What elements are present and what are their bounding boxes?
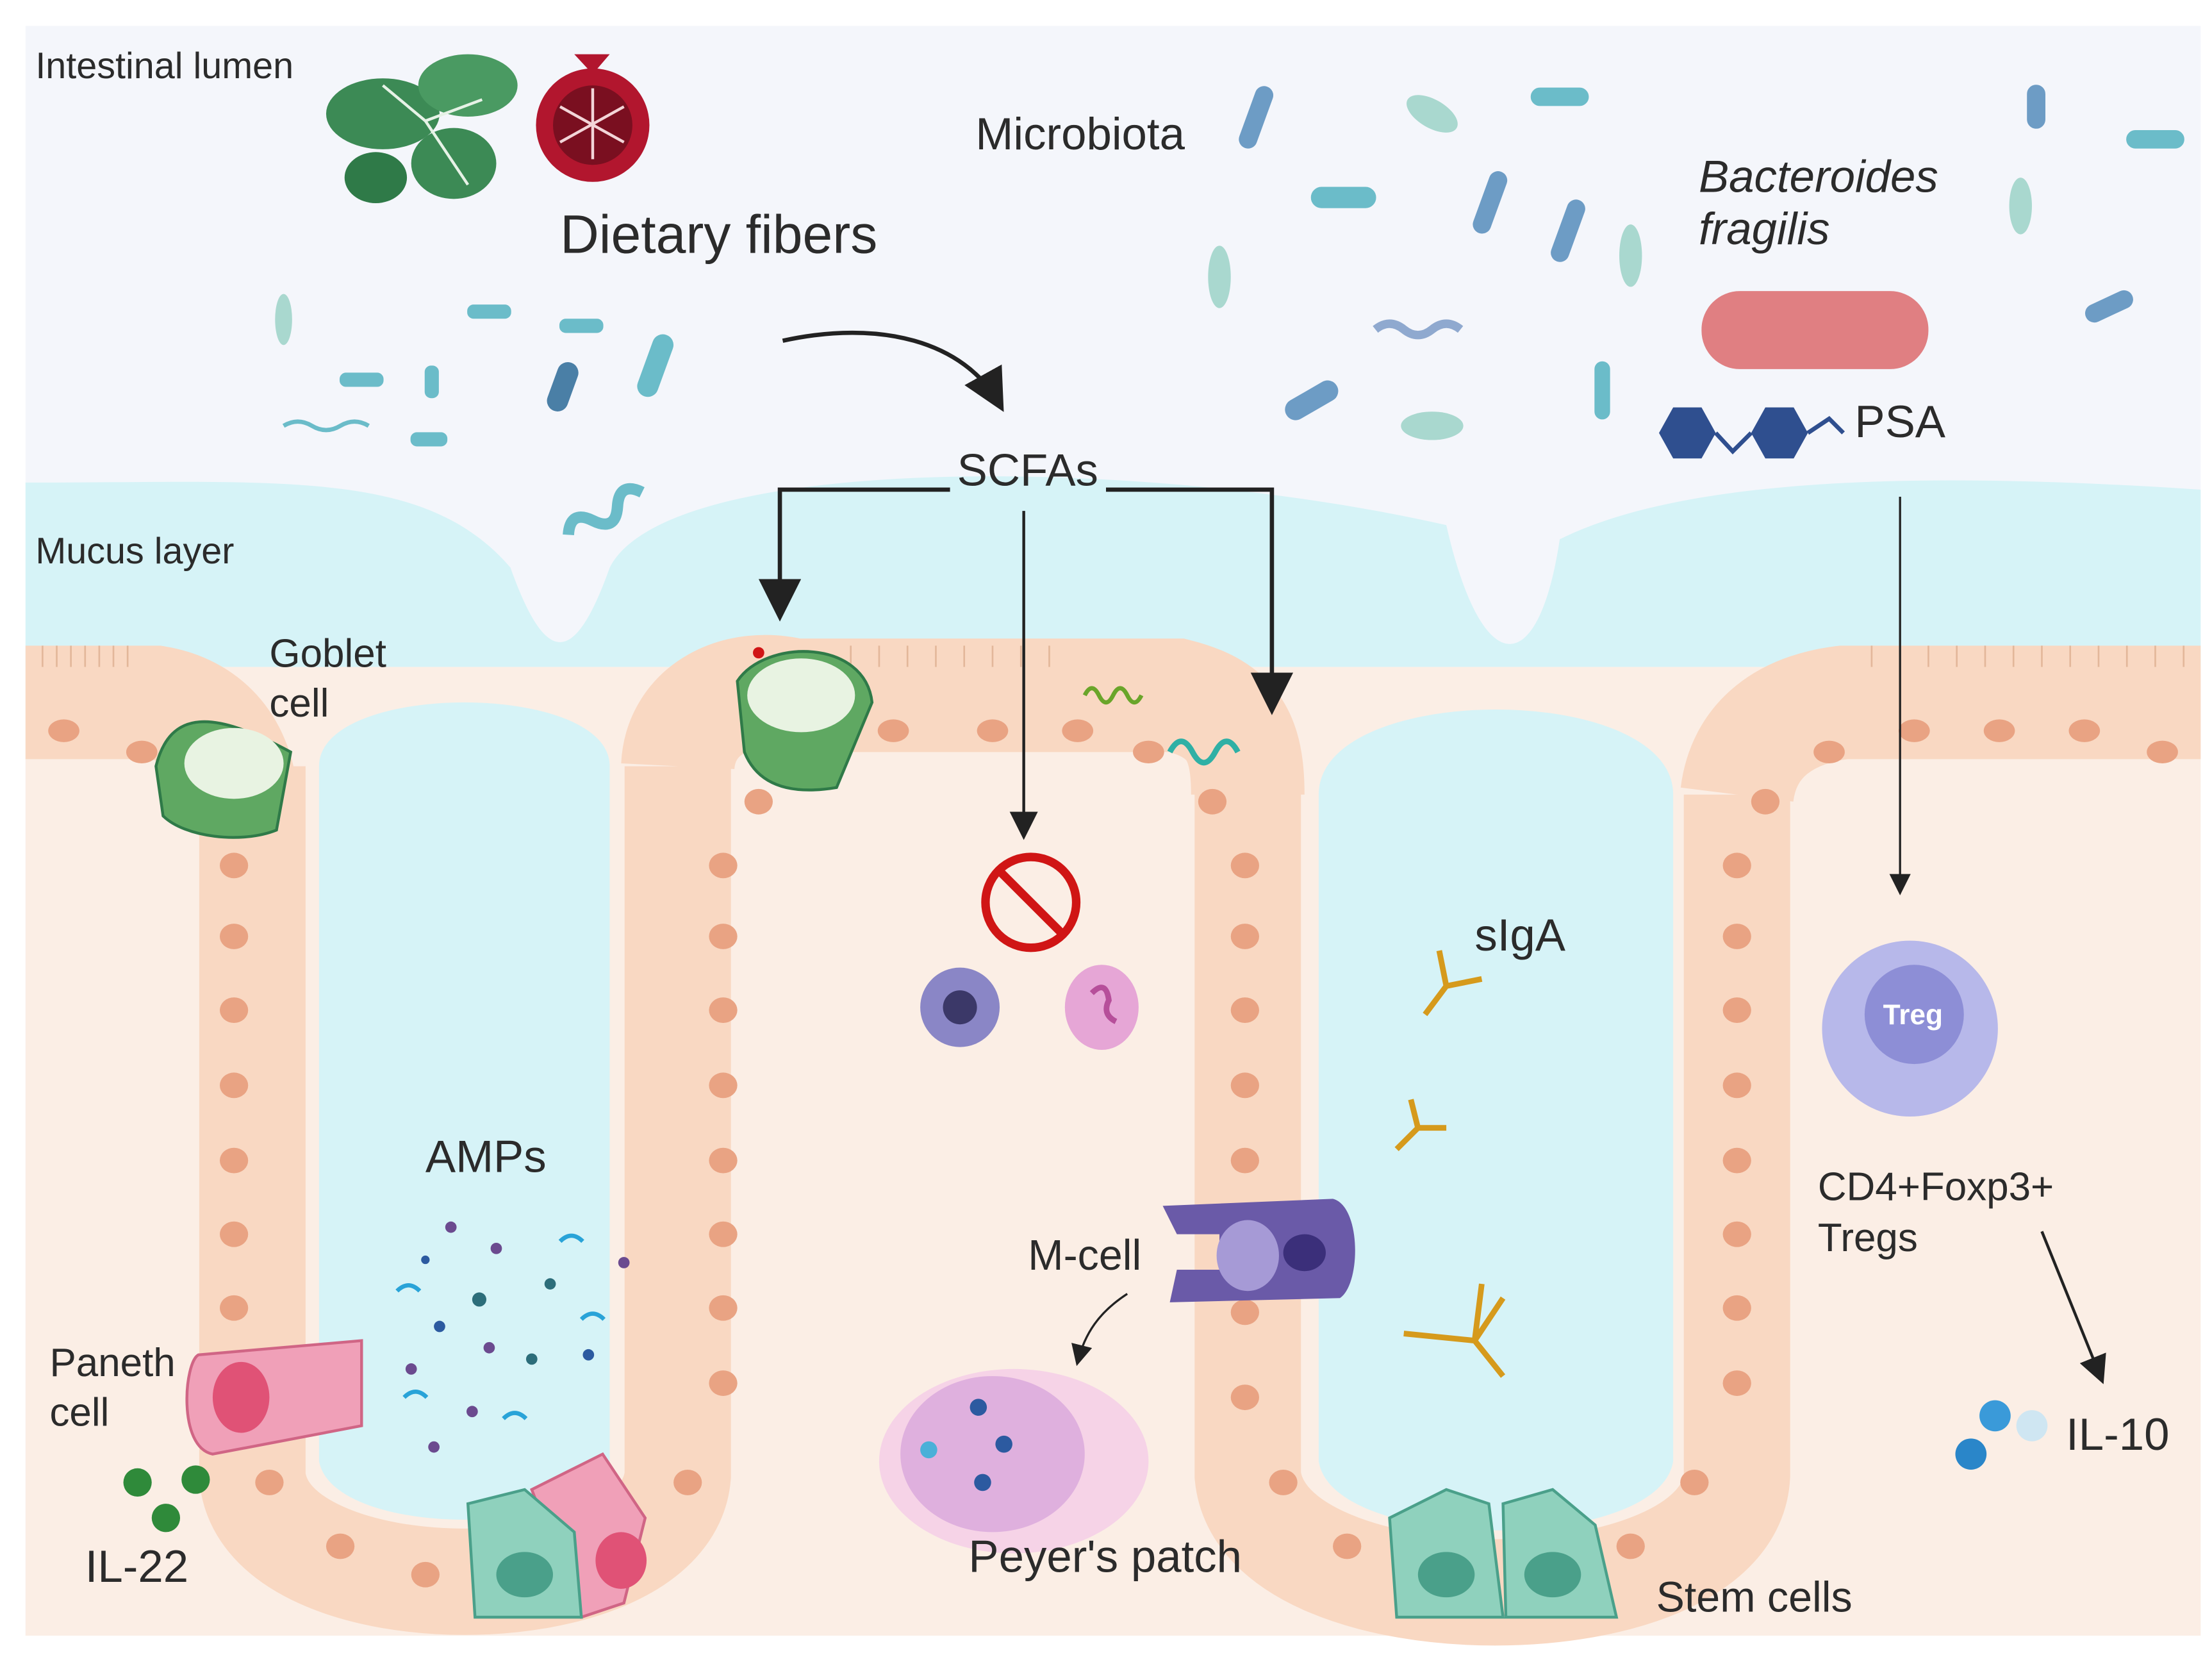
peyers-patch-icon (879, 1368, 1149, 1554)
stem-cell-icon (466, 1488, 1619, 1619)
label-il22: IL-22 (85, 1541, 188, 1592)
paneth-cell-icon (185, 1339, 647, 1619)
mucin-icon (1082, 686, 1144, 705)
label-stem-cells: Stem cells (1656, 1574, 1853, 1621)
il10-cytokine-icon (1955, 1400, 2048, 1470)
label-amps: AMPs (425, 1131, 547, 1182)
mucin-icon (1167, 738, 1241, 766)
antibody-icon (1394, 950, 1506, 1378)
label-dietary-fibers: Dietary fibers (560, 204, 877, 264)
psa-icon (1659, 407, 1845, 459)
arrow-treg-il10 (2040, 1231, 2106, 1384)
neutrophil-icon (1064, 965, 1139, 1051)
label-tregs: Tregs (1818, 1216, 1918, 1260)
treg-cell-icon (1822, 940, 1998, 1117)
label-mcell: M-cell (1028, 1232, 1141, 1279)
kale-icon (326, 54, 518, 203)
goblet-cell-icon (154, 647, 874, 839)
label-siga: sIgA (1474, 910, 1565, 961)
arrow-mcell-peyers (1071, 1293, 1128, 1366)
label-goblet: Goblet (269, 632, 386, 676)
cytokine-icon (123, 1465, 210, 1533)
crypt-lumen-left (318, 702, 610, 1520)
label-bacteroides: Bacteroides (1699, 151, 1938, 202)
mucus-layer (25, 476, 2201, 667)
dendritic-cell-icon (920, 967, 1000, 1047)
arrow-scfas-epithelium (1106, 487, 1294, 715)
label-peyers-patch: Peyer's patch (968, 1531, 1242, 1582)
label-lumen: Intestinal lumen (35, 46, 293, 87)
label-mucus-layer: Mucus layer (35, 531, 234, 572)
pomegranate-icon (536, 54, 650, 182)
prohibit-icon (981, 852, 1081, 952)
mcell-icon (1162, 1199, 1355, 1302)
label-treg: Treg (1883, 999, 1943, 1031)
arrow-fibers-scfas (782, 330, 1004, 412)
label-paneth: Paneth (49, 1341, 175, 1385)
label-microbiota: Microbiota (975, 109, 1185, 160)
label-goblet-cell: cell (269, 681, 329, 726)
bacteroides-icon (1701, 291, 1929, 369)
crypt-lumen-right (1318, 709, 1674, 1531)
epithelial-nuclei (48, 719, 2178, 1588)
label-paneth-cell: cell (49, 1390, 109, 1434)
bacteria-icon (275, 85, 2184, 536)
label-scfas: SCFAs (957, 445, 1098, 495)
arrow-scfas-goblet (758, 487, 950, 622)
label-psa: PSA (1854, 397, 1945, 447)
label-il10: IL-10 (2066, 1409, 2169, 1460)
label-fragilis: fragilis (1699, 204, 1830, 254)
label-cd4: CD4+Foxp3+ (1818, 1165, 2054, 1209)
amps-icon (395, 1221, 630, 1453)
